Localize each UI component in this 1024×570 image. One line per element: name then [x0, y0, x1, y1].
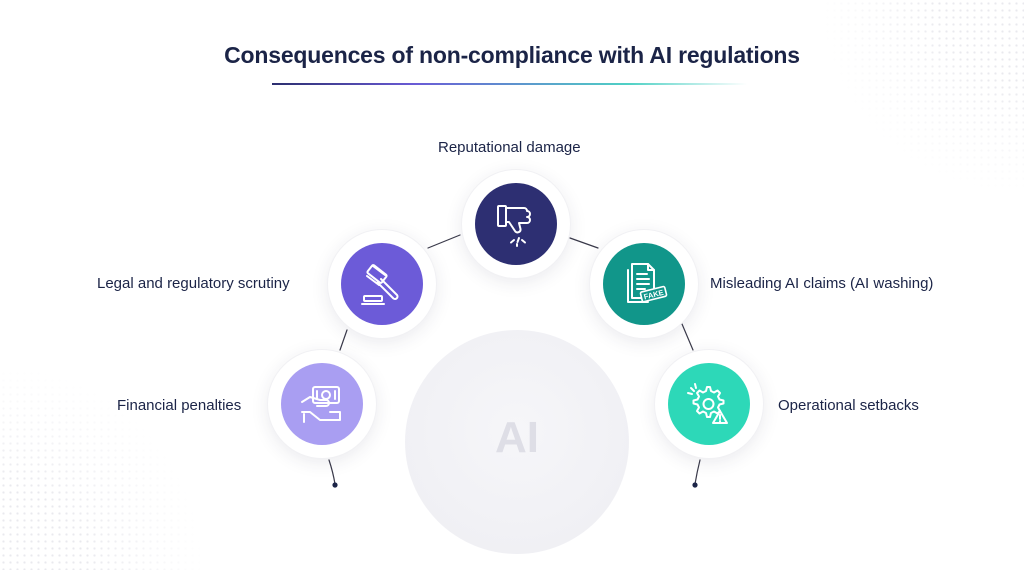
connector-endpoint-right — [692, 482, 698, 488]
label-reputational-damage: Reputational damage — [438, 139, 581, 156]
connector-left-tail — [328, 459, 336, 485]
connector-reputational-misleading — [569, 237, 599, 249]
label-operational-setbacks: Operational setbacks — [778, 397, 919, 414]
label-financial-penalties: Financial penalties — [117, 397, 242, 414]
connector-right-tail — [694, 459, 701, 485]
gavel-icon — [361, 264, 399, 305]
gear-warning-icon — [687, 383, 728, 424]
node-misleading-claims: FAKE — [590, 230, 698, 338]
connector-legal-reputational — [427, 234, 461, 249]
decorative-dots-bottom-left — [0, 370, 200, 570]
title-underline — [272, 83, 747, 85]
label-misleading-claims: Misleading AI claims (AI washing) — [710, 275, 934, 292]
thumbs-down-icon — [497, 205, 531, 247]
node-misleading-claims-disc: FAKE — [603, 243, 685, 325]
center-disc — [405, 330, 629, 554]
node-reputational-damage-disc — [475, 183, 557, 265]
node-reputational-damage — [462, 170, 570, 278]
decorative-dots-top-right — [824, 0, 1024, 190]
node-operational-setbacks-disc — [668, 363, 750, 445]
node-financial-penalties — [268, 350, 376, 458]
connector-misleading-operational — [681, 323, 694, 351]
page-title: Consequences of non-compliance with AI r… — [224, 42, 800, 68]
label-legal-scrutiny: Legal and regulatory scrutiny — [97, 275, 290, 292]
center-label: AI — [495, 413, 539, 462]
fake-document-icon: FAKE — [627, 263, 668, 303]
node-financial-penalties-disc — [281, 363, 363, 445]
node-legal-scrutiny — [328, 230, 436, 338]
connector-financial-legal — [339, 329, 348, 351]
node-legal-scrutiny-disc — [341, 243, 423, 325]
node-operational-setbacks — [655, 350, 763, 458]
connector-endpoint-left — [332, 482, 338, 488]
money-hand-icon — [301, 386, 341, 423]
